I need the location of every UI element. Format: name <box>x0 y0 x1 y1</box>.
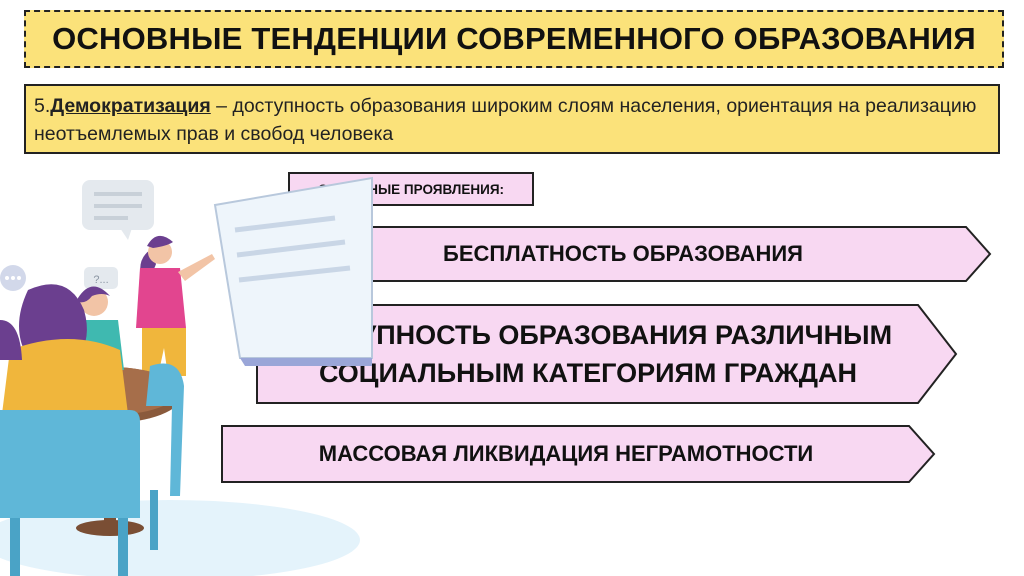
manifestation-label-2-line1: ДОСТУПНОСТЬ ОБРАЗОВАНИЯ РАЗЛИЧНЫМ <box>283 320 893 350</box>
arrow-shape-3 <box>221 425 936 483</box>
manifestation-item-2: ДОСТУПНОСТЬ ОБРАЗОВАНИЯ РАЗЛИЧНЫМ СОЦИАЛ… <box>256 304 958 404</box>
manifestation-label-3: МАССОВАЯ ЛИКВИДАЦИЯ НЕГРАМОТНОСТИ <box>318 441 814 466</box>
manifestation-item-1: БЕСПЛАТНОСТЬ ОБРАЗОВАНИЯ <box>278 226 992 282</box>
speech-bubble-question-icon: ?... <box>84 267 118 289</box>
definition-number: 5. <box>34 95 51 117</box>
student-figure-front <box>0 284 130 430</box>
definition-text: – доступность образования широким слоям … <box>34 95 977 145</box>
manifestation-label-1: БЕСПЛАТНОСТЬ ОБРАЗОВАНИЯ <box>443 241 803 266</box>
student-figure-left <box>0 320 22 360</box>
definition-term: Демократизация <box>50 95 211 117</box>
title-banner: ОСНОВНЫЕ ТЕНДЕНЦИИ СОВРЕМЕННОГО ОБРАЗОВА… <box>24 10 1004 68</box>
arrow-shape-2 <box>256 304 958 404</box>
definition-box: 5.Демократизация – доступность образован… <box>24 84 1000 154</box>
whiteboard <box>213 176 373 366</box>
speech-bubble-large-icon <box>82 180 154 240</box>
speech-bubble-dots-icon <box>0 265 26 291</box>
question-bubble-text: ?... <box>93 274 108 286</box>
classroom-illustration: ?... <box>0 176 373 576</box>
chair-right <box>146 363 184 550</box>
chair-front <box>0 410 140 576</box>
manifestation-item-3: МАССОВАЯ ЛИКВИДАЦИЯ НЕГРАМОТНОСТИ <box>221 425 936 483</box>
manifestation-label-2-line2: СОЦИАЛЬНЫМ КАТЕГОРИЯМ ГРАЖДАН <box>318 358 858 388</box>
floor-shadow <box>0 500 360 576</box>
page-title: ОСНОВНЫЕ ТЕНДЕНЦИИ СОВРЕМЕННОГО ОБРАЗОВА… <box>52 21 976 56</box>
manifestation-label-2: ДОСТУПНОСТЬ ОБРАЗОВАНИЯ РАЗЛИЧНЫМ СОЦИАЛ… <box>256 304 920 404</box>
